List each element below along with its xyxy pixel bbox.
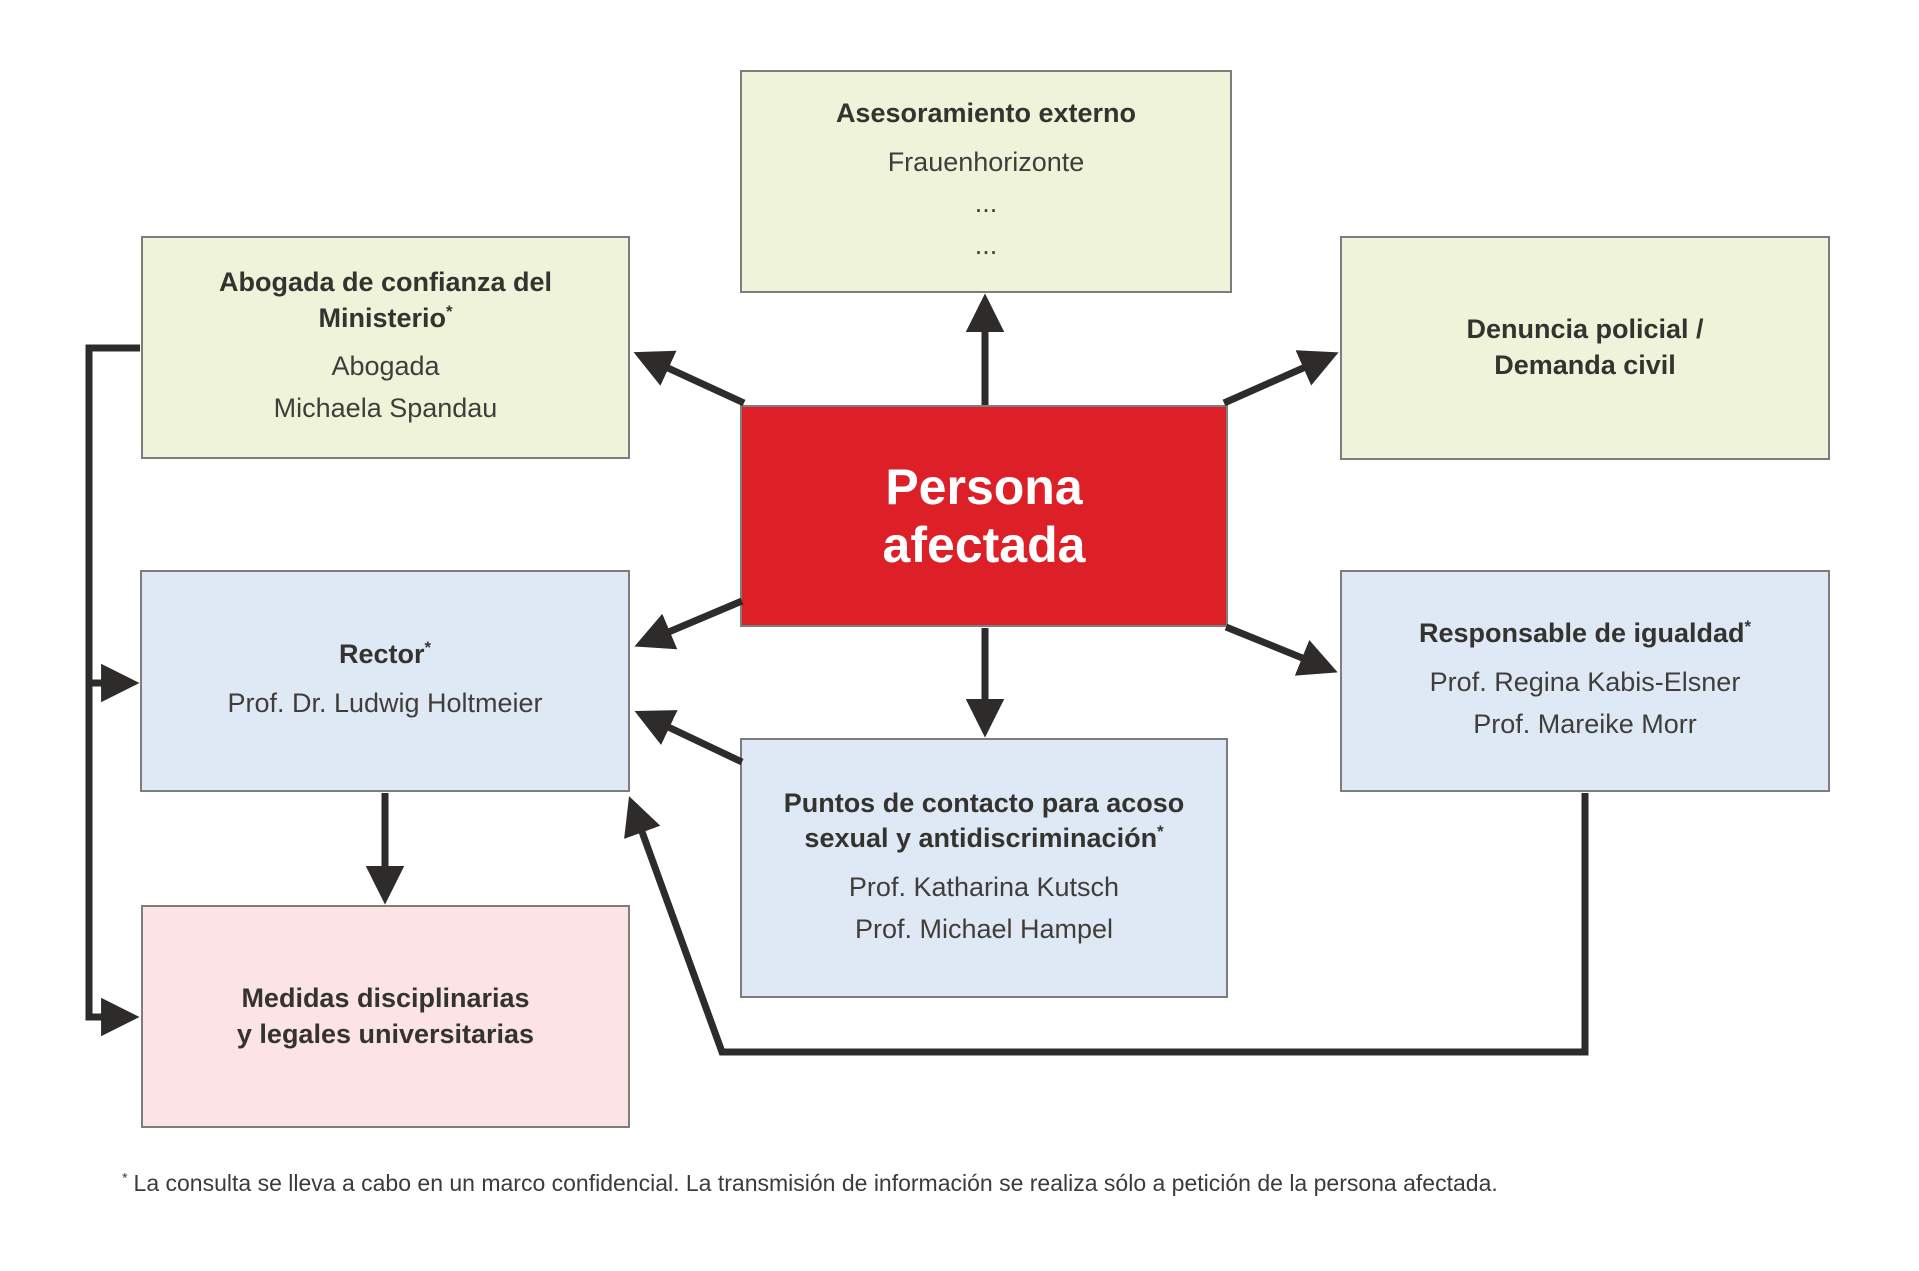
box-body: Prof. Dr. Ludwig Holtmeier xyxy=(227,687,543,718)
box-denuncia-policial: Denuncia policial / Demanda civil xyxy=(1340,236,1830,460)
box-abogada-confianza: Abogada de confianza del Ministerio* Abo… xyxy=(141,236,630,459)
box-body: Prof. Regina Kabis-Elsner Prof. Mareike … xyxy=(1429,666,1741,739)
arrow-abogada-to-medidas-elbow xyxy=(85,344,140,1037)
box-title: Abogada de confianza del Ministerio* xyxy=(218,267,553,333)
arrow-persona-to-denuncia xyxy=(1222,350,1339,407)
box-title: Persona afectada xyxy=(882,459,1086,573)
asterisk: * xyxy=(445,301,453,321)
box-body: Frauenhorizonte ... ... xyxy=(887,146,1085,261)
box-body: Prof. Katharina Kutsch Prof. Michael Ham… xyxy=(848,871,1120,944)
asterisk: * xyxy=(1744,617,1752,637)
box-title: Puntos de contacto para acoso sexual y a… xyxy=(783,787,1185,854)
box-title: Responsable de igualdad* xyxy=(1418,617,1752,649)
box-title: Asesoramiento externo xyxy=(835,97,1137,128)
box-puntos-contacto: Puntos de contacto para acoso sexual y a… xyxy=(740,738,1228,998)
arrow-puntos-to-rector xyxy=(634,710,744,766)
box-asesoramiento-externo: Asesoramiento externo Frauenhorizonte ..… xyxy=(740,70,1232,293)
arrow-persona-to-responsable xyxy=(1224,623,1338,676)
asterisk: * xyxy=(424,638,432,658)
box-title: Medidas disciplinarias y legales univers… xyxy=(236,982,535,1049)
asterisk: * xyxy=(1157,822,1164,842)
box-body: Abogada Michaela Spandau xyxy=(273,351,498,424)
box-medidas-disciplinarias: Medidas disciplinarias y legales univers… xyxy=(141,905,630,1128)
box-rector: Rector* Prof. Dr. Ludwig Holtmeier xyxy=(140,570,630,792)
box-responsable-igualdad: Responsable de igualdad* Prof. Regina Ka… xyxy=(1340,570,1830,792)
box-persona-afectada: Persona afectada xyxy=(740,405,1228,627)
footnote-asterisk: * xyxy=(122,1170,128,1187)
box-title: Rector* xyxy=(338,638,432,670)
arrow-persona-to-rector xyxy=(634,597,744,650)
footnote-text: La consulta se lleva a cabo en un marco … xyxy=(133,1170,1498,1196)
arrow-persona-to-abogada xyxy=(633,350,746,407)
box-title: Denuncia policial / Demanda civil xyxy=(1466,314,1704,380)
footnote: * La consulta se lleva a cabo en un marco… xyxy=(122,1170,1498,1197)
